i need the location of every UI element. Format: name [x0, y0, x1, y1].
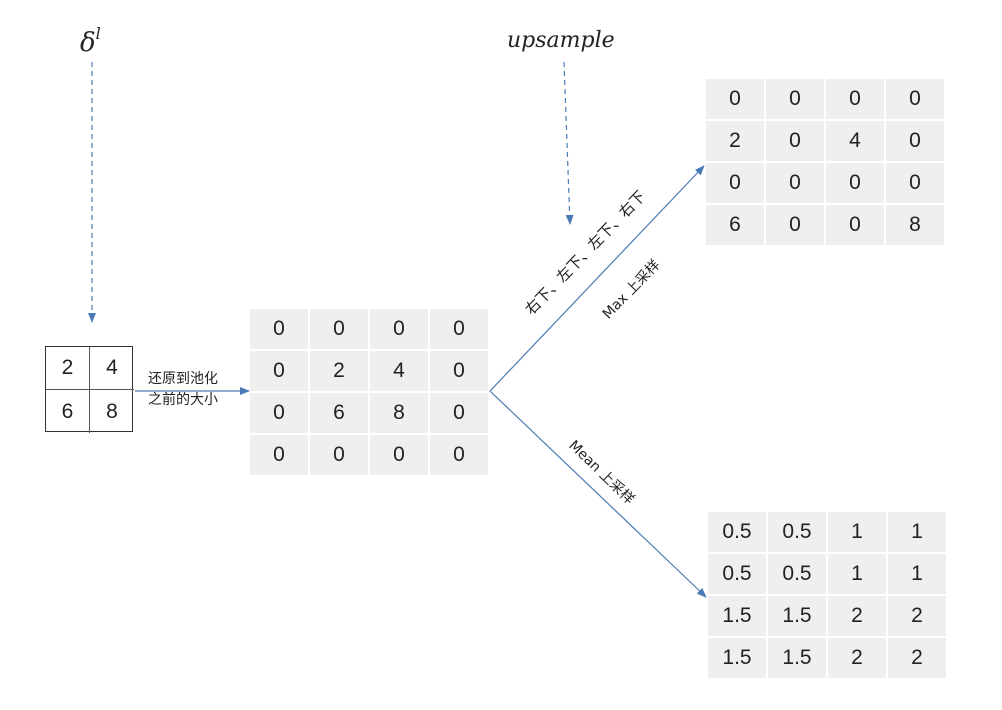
mean-matrix-cell: 2: [888, 638, 946, 678]
upsample-dashed-arrow: [563, 61, 574, 225]
max-matrix-cell: 0: [886, 121, 944, 161]
padded-matrix-cell: 0: [250, 351, 308, 391]
max-matrix-cell: 0: [886, 163, 944, 203]
mean-matrix-cell: 2: [888, 596, 946, 636]
padded-matrix-cell: 2: [310, 351, 368, 391]
input-matrix-cell: 6: [46, 390, 90, 433]
mean-matrix-cell: 0.5: [768, 512, 826, 552]
mean-matrix-cell: 1.5: [708, 596, 766, 636]
max-matrix-cell: 6: [706, 205, 764, 245]
max-matrix-cell: 4: [826, 121, 884, 161]
mean-matrix-cell: 0.5: [708, 554, 766, 594]
mean-matrix-cell: 0.5: [708, 512, 766, 552]
max-matrix-cell: 0: [766, 121, 824, 161]
mean-matrix-cell: 2: [828, 638, 886, 678]
input-matrix-cell: 4: [90, 347, 134, 390]
max-matrix-cell: 0: [826, 79, 884, 119]
max-matrix-cell: 0: [826, 163, 884, 203]
max-matrix-cell: 0: [706, 79, 764, 119]
delta-label: δl: [80, 24, 101, 58]
mean-matrix-cell: 1: [888, 554, 946, 594]
padded-matrix-cell: 0: [250, 309, 308, 349]
input-matrix-cell: 2: [46, 347, 90, 390]
padded-matrix-cell: 0: [430, 351, 488, 391]
mean-matrix-cell: 1.5: [768, 638, 826, 678]
padded-matrix-cell: 6: [310, 393, 368, 433]
max-matrix-cell: 0: [826, 205, 884, 245]
mean-matrix-cell: 2: [828, 596, 886, 636]
max-matrix-cell: 0: [706, 163, 764, 203]
max-matrix-cell: 0: [766, 163, 824, 203]
padded-matrix-cell: 0: [430, 309, 488, 349]
max-branch-arrow: [489, 165, 705, 392]
padded-matrix-cell: 0: [430, 393, 488, 433]
upsample-label: upsample: [507, 28, 615, 53]
max-matrix-cell: 2: [706, 121, 764, 161]
mean-matrix-cell: 1.5: [768, 596, 826, 636]
padded-matrix-cell: 0: [250, 435, 308, 475]
padded-matrix-cell: 0: [370, 435, 428, 475]
mean-matrix-cell: 0.5: [768, 554, 826, 594]
padded-matrix-cell: 4: [370, 351, 428, 391]
max-matrix-cell: 0: [766, 79, 824, 119]
input-matrix-cell: 8: [106, 399, 118, 423]
padded-matrix-cell: 0: [250, 393, 308, 433]
restore-note-line2: 之前的大小: [148, 392, 218, 408]
max-matrix-cell: 8: [886, 205, 944, 245]
padded-matrix-cell: 0: [430, 435, 488, 475]
max-matrix-cell: 0: [766, 205, 824, 245]
mean-matrix-cell: 1: [828, 512, 886, 552]
restore-note: 还原到池化 之前的大小: [148, 370, 218, 409]
mean-branch-arrow: [489, 390, 707, 598]
delta-superscript: l: [95, 24, 101, 43]
max-matrix-cell: 0: [886, 79, 944, 119]
padded-matrix-cell: 0: [370, 309, 428, 349]
restore-note-line1: 还原到池化: [148, 371, 218, 387]
padded-matrix-cell: 0: [310, 435, 368, 475]
padded-matrix-cell: 8: [370, 393, 428, 433]
mean-matrix-cell: 1: [828, 554, 886, 594]
mean-matrix-cell: 1: [888, 512, 946, 552]
mean-matrix-cell: 1.5: [708, 638, 766, 678]
delta-symbol: δ: [80, 28, 96, 58]
padded-matrix-cell: 0: [310, 309, 368, 349]
